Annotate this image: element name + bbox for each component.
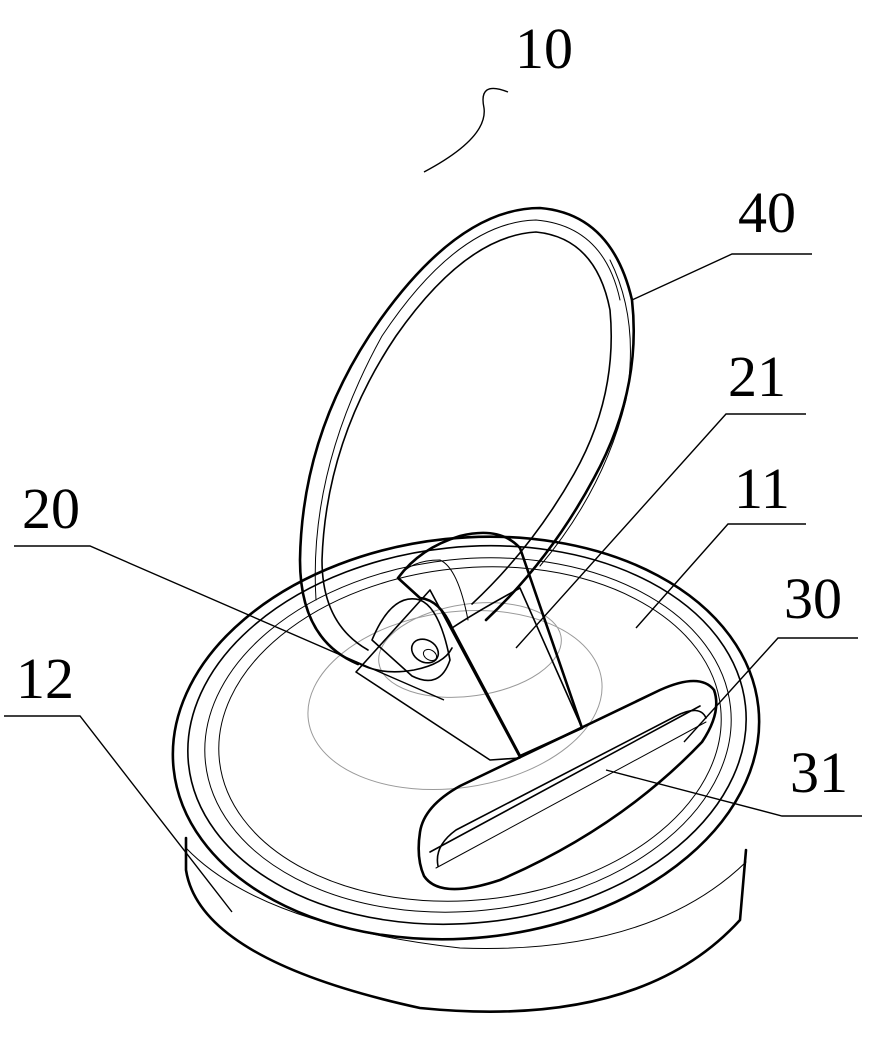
cap-dome [296,592,614,807]
tab-outline [419,681,717,889]
leader-21 [516,414,806,648]
cap-recess-edge [187,532,749,937]
pull-tab [419,681,717,889]
cap-skirt [186,838,746,1012]
cap-dome-inner [372,592,567,709]
cap-outer-rim [153,508,780,967]
cap-recess-inner [202,543,738,926]
label-21: 21 [728,344,786,409]
ring-edge-2 [540,260,630,566]
label-31: 31 [790,740,848,805]
leader-10 [424,88,508,172]
label-11: 11 [734,456,790,521]
hinge-arm-face [452,588,582,728]
mount-plate [356,590,520,760]
ring-outer [300,208,634,664]
ring-edge-1 [315,220,620,600]
label-20: 20 [22,476,80,541]
label-40: 40 [738,180,796,245]
label-30: 30 [784,566,842,631]
label-12: 12 [16,646,74,711]
pull-ring [300,208,634,672]
leader-11 [636,524,806,628]
ring-inner [322,232,611,650]
hinge-mount [356,533,582,760]
leader-40 [632,254,812,300]
tab-groove [430,706,700,852]
leader-12 [4,716,232,912]
label-10: 10 [515,16,573,81]
